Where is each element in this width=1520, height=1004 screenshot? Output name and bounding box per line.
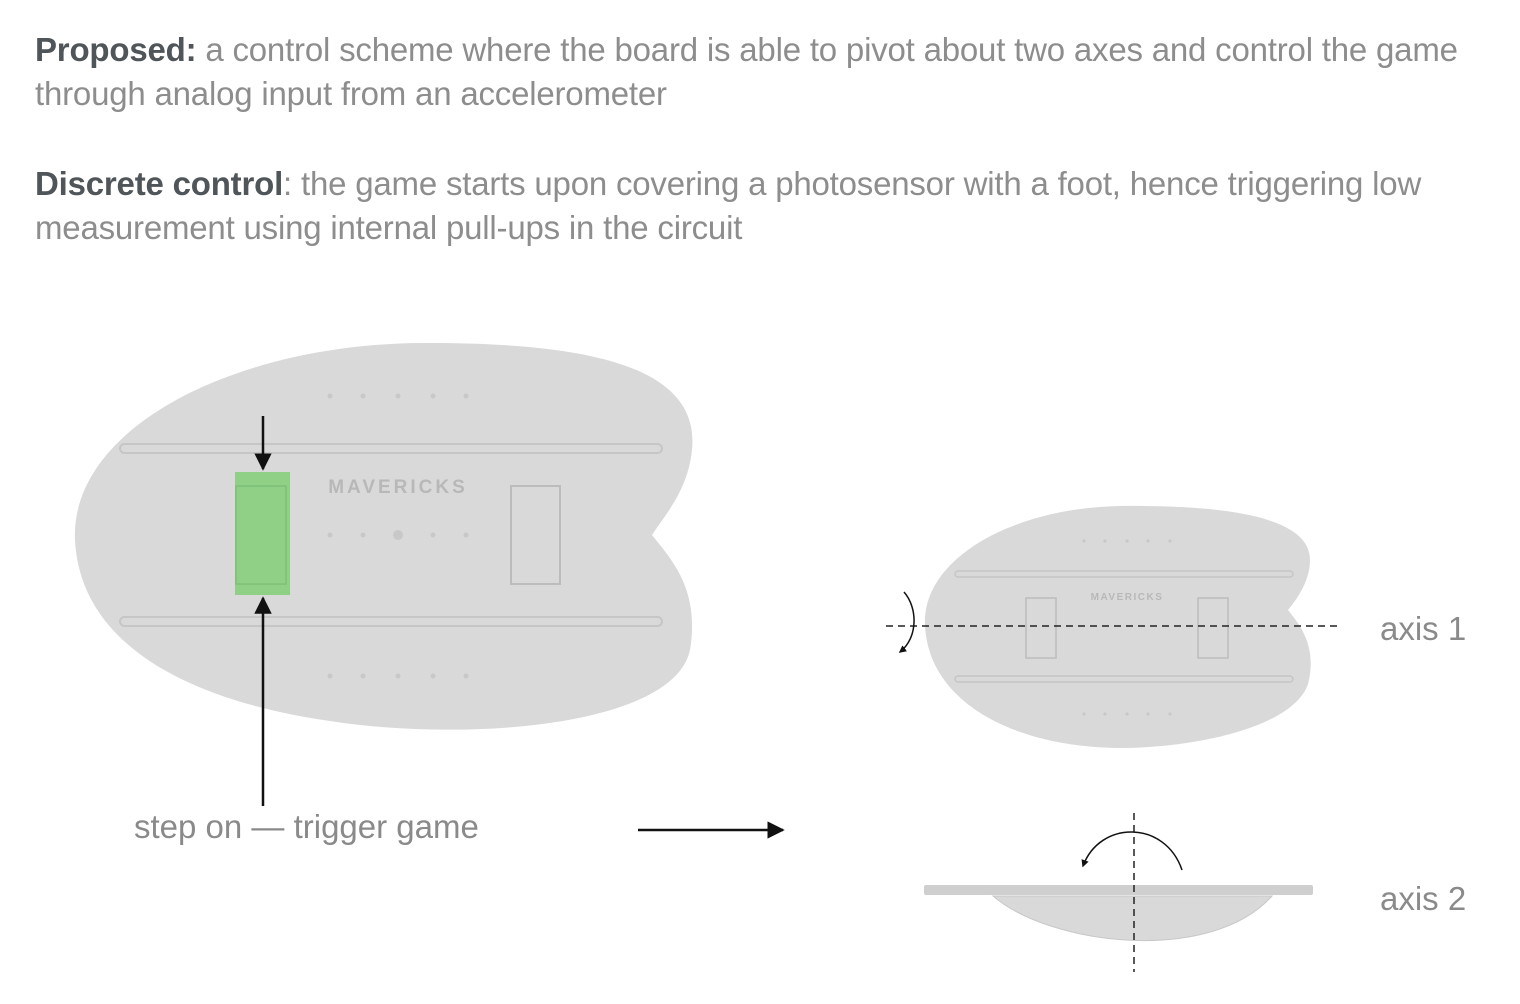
proposed-text: a control scheme where the board is able…	[35, 31, 1458, 112]
small-board-shape	[924, 505, 1311, 748]
side-view-dome	[991, 895, 1274, 942]
small-board-rail-top	[954, 570, 1294, 578]
small-board-dots	[1082, 539, 1172, 716]
discrete-control-paragraph: Discrete control: the game starts upon c…	[35, 162, 1485, 250]
photosensor-inner-outline	[235, 485, 287, 585]
small-board-brand: MAVERICKS	[1091, 592, 1164, 603]
photosensor-pad	[235, 472, 290, 595]
small-board-right-pad	[1197, 597, 1229, 659]
discrete-control-label: Discrete control	[35, 165, 284, 202]
large-board-right-pad	[510, 485, 561, 585]
axis1-rotation-arrow	[898, 591, 915, 653]
axis1-label: axis 1	[1380, 610, 1466, 647]
axis2-rotation-arrow	[1081, 831, 1183, 871]
side-view-deck	[924, 885, 1313, 895]
step-on-label: step on — trigger game	[134, 808, 479, 845]
large-board: MAVERICKS	[74, 342, 693, 730]
proposed-label: Proposed:	[35, 31, 197, 68]
large-board-brand: MAVERICKS	[328, 477, 468, 498]
discrete-control-text: : the game starts upon covering a photos…	[35, 165, 1422, 246]
small-board-rail-bottom	[954, 675, 1294, 683]
small-board-left-pad	[1025, 597, 1057, 659]
large-board-dots	[327, 393, 469, 679]
large-board-shape	[74, 342, 693, 730]
proposed-paragraph: Proposed: a control scheme where the boa…	[35, 28, 1485, 116]
side-view-board	[924, 885, 1313, 942]
small-board: MAVERICKS	[924, 505, 1311, 748]
large-board-rail-top	[119, 443, 663, 454]
large-board-rail-bottom	[119, 616, 663, 627]
axis2-label: axis 2	[1380, 880, 1466, 917]
